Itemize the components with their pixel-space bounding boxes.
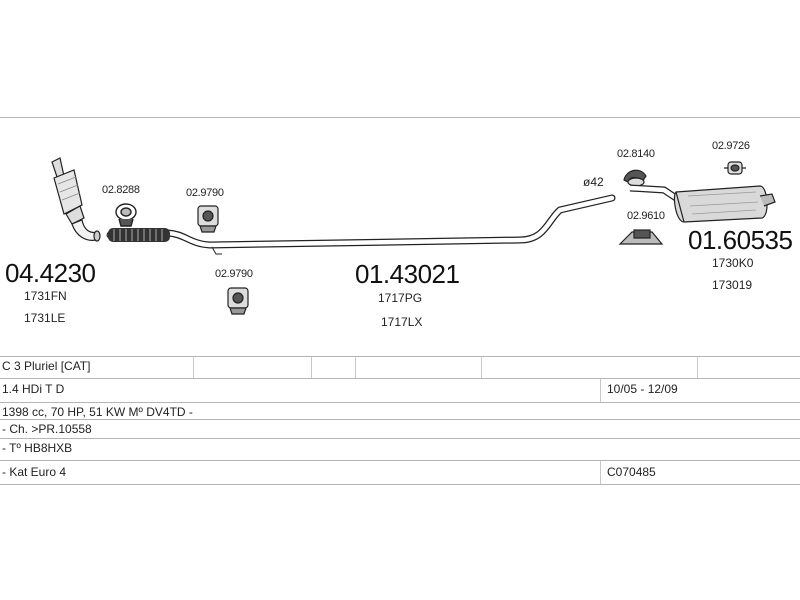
clamp-front-drawing[interactable]: [115, 203, 137, 227]
catalyst-drawing[interactable]: [51, 157, 101, 242]
engine-code: - Tº HB8HXB: [2, 441, 73, 455]
column-divider: [481, 357, 482, 378]
chassis-number: - Ch. >PR.10558: [2, 422, 92, 436]
column-divider: [600, 379, 601, 402]
clamp-rear-code[interactable]: 02.8140: [617, 148, 655, 160]
clamp-rear-drawing[interactable]: [623, 169, 647, 187]
column-divider: [193, 357, 194, 378]
hanger-rear-top-drawing[interactable]: [724, 161, 746, 175]
engine-type: 1.4 HDi T D: [2, 382, 65, 396]
table-rule: [0, 402, 800, 403]
middle-pipe-code[interactable]: 01.43021: [355, 259, 460, 289]
rear-silencer-code[interactable]: 01.60535: [688, 225, 793, 255]
catalyst-code[interactable]: 04.4230: [5, 258, 96, 288]
catalog-number: C070485: [607, 465, 656, 479]
hanger-front-bottom-code[interactable]: 02.9790: [215, 268, 253, 280]
table-rule: [0, 378, 800, 379]
column-divider: [311, 357, 312, 378]
table-rule: [0, 460, 800, 461]
exhaust-diagram: [51, 157, 776, 315]
column-divider: [355, 357, 356, 378]
hanger-front-bottom-drawing[interactable]: [227, 287, 249, 315]
column-divider: [697, 357, 698, 378]
hanger-front-top-code[interactable]: 02.9790: [186, 187, 224, 199]
table-rule: [0, 438, 800, 439]
diagram-top-border: [0, 117, 800, 118]
emission-standard: - Kat Euro 4: [2, 465, 67, 479]
table-rule: [0, 419, 800, 420]
clamp-front-code[interactable]: 02.8288: [102, 184, 140, 196]
hanger-rear-bottom-drawing[interactable]: [618, 229, 664, 245]
production-years: 10/05 - 12/09: [607, 382, 678, 396]
rear-silencer-ref-1: 1730K0: [712, 256, 754, 270]
table-rule-bottom: [0, 484, 800, 485]
column-divider: [600, 461, 601, 484]
middle-pipe-ref-2: 1717LX: [381, 315, 423, 329]
model-name: C 3 Pluriel [CAT]: [2, 359, 91, 373]
hanger-rear-bottom-code[interactable]: 02.9610: [627, 210, 665, 222]
hanger-rear-top-code[interactable]: 02.9726: [712, 140, 750, 152]
hanger-front-top-drawing[interactable]: [197, 205, 219, 233]
middle-pipe-drawing[interactable]: [106, 194, 616, 255]
catalyst-ref-1: 1731FN: [24, 289, 67, 303]
rear-silencer-ref-2: 173019: [712, 278, 753, 292]
catalyst-ref-2: 1731LE: [24, 311, 66, 325]
middle-pipe-ref-1: 1717PG: [378, 291, 423, 305]
table-rule-top: [0, 356, 800, 357]
rear-silencer-drawing[interactable]: [629, 184, 776, 223]
engine-spec: 1398 cc, 70 HP, 51 KW Mº DV4TD -: [2, 405, 193, 419]
pipe-diameter-label: ø42: [583, 175, 604, 189]
